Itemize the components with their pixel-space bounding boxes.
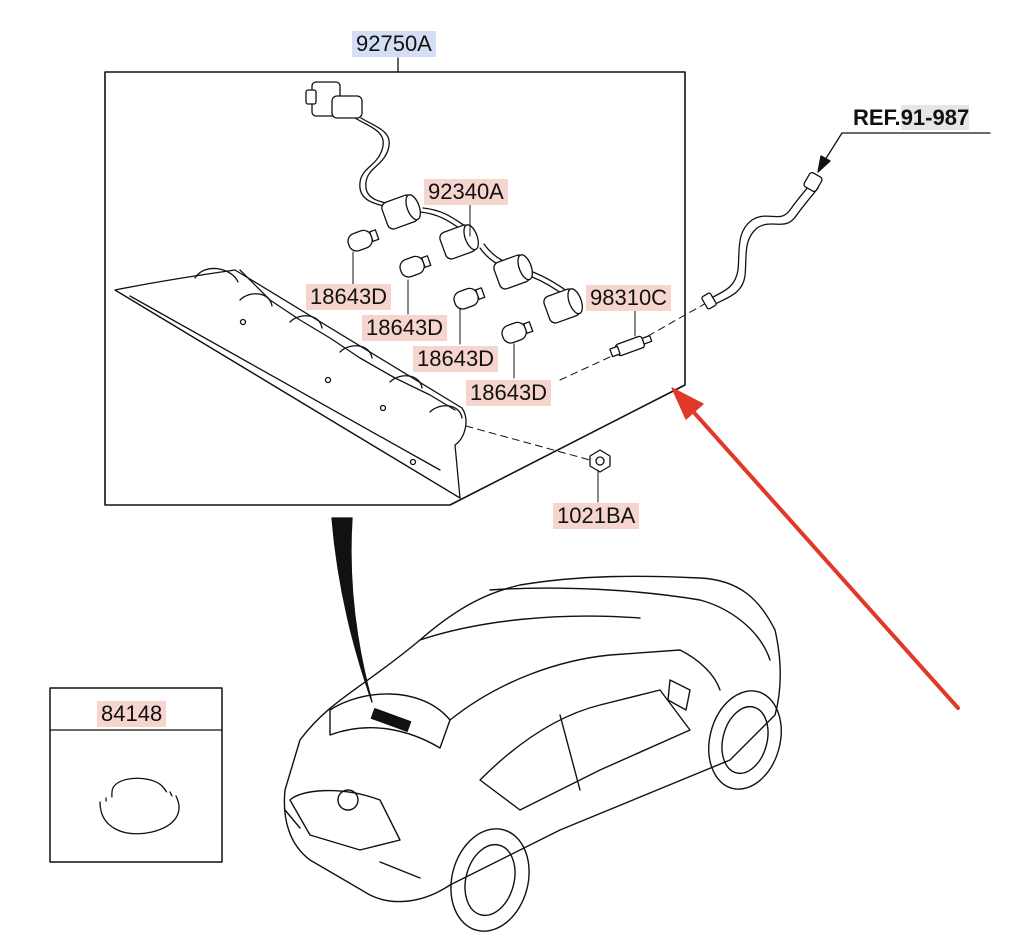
ref-label: REF.91-987: [849, 105, 973, 131]
connector-part: [609, 335, 653, 358]
bulb-sockets: [381, 194, 583, 324]
assembly-part-number: 92750A: [352, 31, 436, 57]
lamp-housing: [114, 267, 467, 499]
bulb-part-number-4: 18643D: [466, 380, 552, 406]
location-pointer: [331, 517, 373, 703]
bulb-part-number-2: 18643D: [362, 315, 448, 341]
clip-part: [589, 449, 611, 473]
assembly-frame: [104, 71, 686, 506]
bulbs: [347, 229, 534, 344]
ref-prefix: REF.: [853, 105, 901, 130]
inset-part-number: 84148: [97, 701, 167, 727]
bulb-part-number-1: 18643D: [306, 284, 392, 310]
socket-part-number: 92340A: [424, 179, 508, 205]
external-wire: [701, 172, 823, 310]
red-pointer-arrow: [671, 387, 960, 710]
clip-part-number: 1021BA: [553, 503, 640, 529]
ref-leader: [817, 132, 991, 173]
leader-lines: [352, 203, 636, 503]
car-illustration: [283, 575, 782, 932]
bulb-part-number-3: 18643D: [413, 346, 499, 372]
grommet-part: [99, 777, 180, 835]
guide-lines: [465, 301, 709, 461]
inset-box: [49, 687, 223, 863]
ref-number: 91-987: [900, 105, 970, 130]
connector-part-number: 98310C: [586, 285, 672, 311]
